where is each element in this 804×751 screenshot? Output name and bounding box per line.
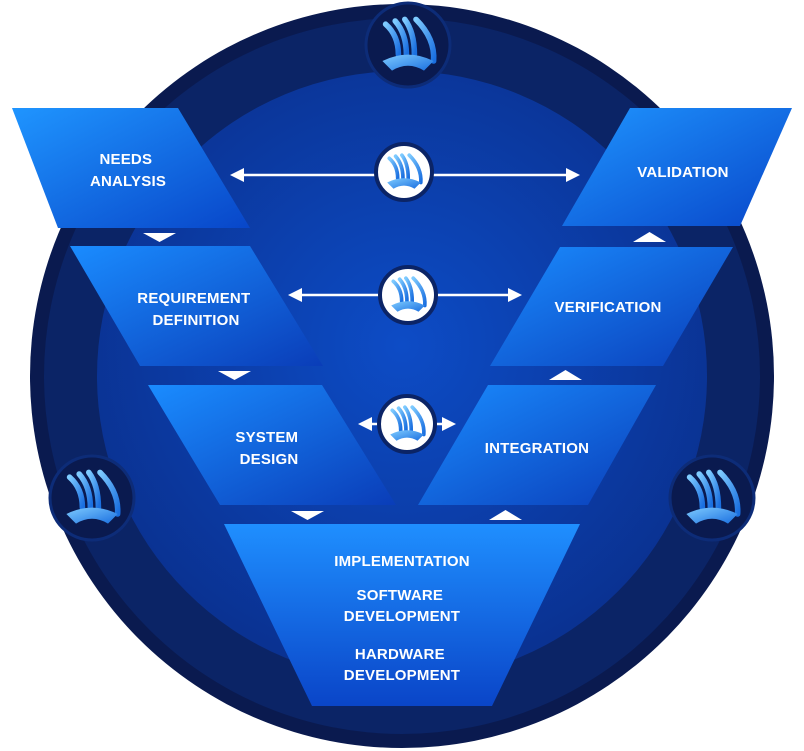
panel-validation	[562, 108, 792, 226]
connector-badge	[374, 142, 434, 202]
flow-down-arrow	[143, 233, 176, 242]
label-verification: VERIFICATION	[554, 299, 661, 316]
label-validation: VALIDATION	[637, 164, 728, 181]
panel-implementation	[224, 524, 580, 706]
label-integration: INTEGRATION	[485, 440, 589, 457]
flow-down-arrow	[291, 511, 324, 520]
label-needs-analysis: NEEDS ANALYSIS	[90, 151, 166, 190]
flow-up-arrow	[489, 510, 522, 520]
flow-up-arrow	[633, 232, 666, 242]
connector-badge	[378, 265, 438, 325]
label-software-development: SOFTWARE DEVELOPMENT	[344, 587, 460, 625]
flow-down-arrow	[218, 371, 251, 380]
connector-badge	[377, 394, 437, 454]
panel-needs-analysis	[12, 108, 250, 228]
panel-system-design	[148, 385, 396, 505]
panel-requirement-definition	[70, 246, 323, 366]
label-system-design: SYSTEM DESIGN	[235, 429, 302, 468]
flow-up-arrow	[549, 370, 582, 380]
label-requirement-definition: REQUIREMENT DEFINITION	[137, 290, 254, 329]
badge-left	[48, 454, 136, 542]
badge-right	[668, 454, 756, 542]
label-hardware-development: HARDWARE DEVELOPMENT	[344, 646, 460, 684]
panel-verification	[490, 247, 733, 366]
panel-integration	[418, 385, 656, 505]
label-implementation: IMPLEMENTATION	[334, 553, 470, 570]
badge-top	[364, 1, 452, 89]
